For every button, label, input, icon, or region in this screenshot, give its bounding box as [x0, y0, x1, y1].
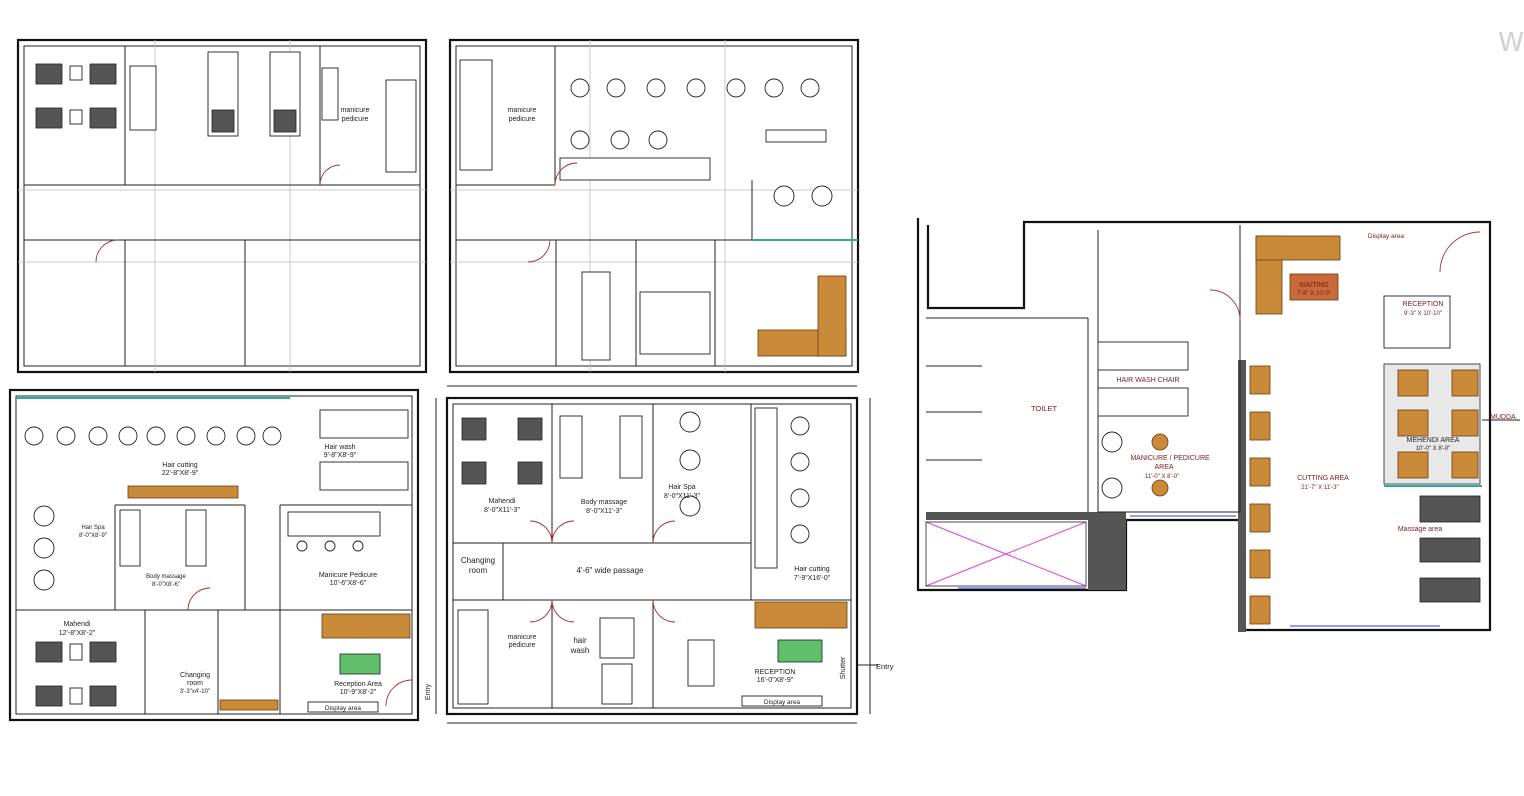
p5-hair-wash-chair-label: HAIR WASH CHAIR — [1116, 377, 1179, 384]
p3-hair-wash-dim: 9'-8"X8'-9" — [324, 452, 357, 459]
p2-cutting-chairs — [570, 78, 833, 207]
p4-shutter-label: Shutter — [840, 656, 847, 679]
p5-mp-dim: 11'-0" X 8'-0" — [1145, 474, 1179, 480]
p4-pedicure-label: pedicure — [509, 642, 536, 649]
p4-body-massage-dim: 8'-0"X11'-3" — [586, 508, 622, 515]
p3-mahendi-dim: 12'-8"X8'-2" — [59, 630, 96, 637]
p4-manicure-label: manicure — [508, 634, 537, 641]
p4-reception-label: RECEPTION — [755, 669, 796, 676]
plan-4-bottom-middle: Mahendi 8'-0"X11'-3" Body massage 8'-0"X… — [425, 385, 894, 724]
p3-body-massage-label: Body massage — [146, 574, 186, 580]
p4-entry-arrow-label: Entry — [876, 662, 894, 671]
plan-3-bottom-left: Hair wash 9'-8"X8'-9" Hair cutting 22'-8… — [8, 388, 420, 722]
p5-mehendi-dim: 10'-0" X 8'-0" — [1416, 446, 1451, 452]
p2-manicure-label: manicure — [508, 107, 537, 114]
p5-reception-label: RECEPTION — [1403, 301, 1444, 308]
plan-1-top-left: manicure pedicure — [16, 38, 428, 374]
p5-reception-dim: 9'-3" X 10'-10" — [1404, 311, 1442, 317]
p5-cutting-dim: 21'-7" X 11'-3" — [1301, 485, 1338, 491]
p4-hair-cutting-dim: 7'-9"X16'-0" — [794, 575, 831, 582]
p4-hair-cutting-label: Hair cutting — [794, 566, 830, 573]
p3-hair-cutting-dim: 22'-8"X8'-9" — [162, 470, 199, 477]
watermark-logo: W — [1498, 28, 1524, 58]
p4-entry-side-label: Entry — [425, 683, 432, 700]
plan-2-top-middle: manicure pedicure — [448, 38, 860, 374]
p4-mahendi-dim: 8'-0"X11'-3" — [484, 507, 520, 514]
p5-mehendi-area-label: MEHENDI AREA — [1407, 437, 1460, 444]
p4-wash-label: wash — [570, 646, 590, 655]
p3-reception-dim: 10'-9"X8'-2" — [340, 689, 377, 696]
p2-pedicure-label: pedicure — [509, 116, 536, 123]
p3-hair-spa-label: Hair Spa — [81, 525, 105, 531]
p5-toilet-label: TOILET — [1031, 404, 1058, 413]
p5-cutting-stations — [1249, 365, 1271, 625]
p4-hair-label: hair — [573, 636, 587, 645]
p5-mudda-label: MUDDA — [1490, 414, 1516, 421]
p3-manicure-pedicure-dim: 10'-6"X8'-6" — [330, 580, 367, 587]
p3-manicure-pedicure-label: Manicure Pedicure — [319, 572, 377, 579]
p3-hair-cutting-label: Hair cutting — [162, 462, 198, 469]
p5-waiting-label: WAITING — [1299, 282, 1329, 289]
p4-changing-label: Changing — [461, 556, 495, 565]
p4-mahendi-label: Mahendi — [489, 498, 516, 505]
p4-hair-spa-dim: 8'-0"X11'-3" — [664, 493, 700, 500]
p5-waiting-dim: 7'-8" X 10'-0" — [1297, 291, 1332, 297]
p3-body-massage-dim: 8'-0"X8'-6" — [152, 582, 180, 588]
p3-changing-label: Changing — [180, 672, 210, 679]
p3-changing-room-label: room — [187, 680, 203, 687]
p3-hair-wash-label: Hair wash — [324, 444, 355, 451]
p3-reception-label: Reception Area — [334, 681, 382, 688]
p4-display-area-label: Display area — [764, 699, 801, 706]
p4-room-label: room — [469, 566, 488, 575]
p4-reception-dim: 16'-0"X8'-9" — [757, 677, 794, 684]
p1-pedicure-label: pedicure — [342, 116, 369, 123]
p3-changing-dim: 3'-3"x4'-10" — [180, 689, 210, 695]
p3-mahendi-label: Mahendi — [64, 621, 91, 628]
p1-manicure-label: manicure — [341, 107, 370, 114]
p4-hair-spa-label: Hair Spa — [668, 484, 695, 491]
p3-cutting-chairs — [24, 426, 282, 446]
plan-5-right: TOILET Display area WAITING 7'-8" X 10'-… — [916, 218, 1520, 632]
p5-mp-label: MANICURE / PEDICURE — [1130, 455, 1210, 462]
p3-display-area-label: Display area — [325, 705, 362, 712]
p5-area-label: AREA — [1154, 464, 1173, 471]
p4-body-massage-label: Body massage — [581, 499, 627, 506]
p5-display-area-label: Display area — [1368, 233, 1405, 240]
p3-hair-spa-dim: 8'-0"X8'-9" — [79, 533, 107, 539]
p5-cutting-area-label: CUTTING AREA — [1297, 475, 1349, 482]
p4-passage-label: 4'-6" wide passage — [576, 566, 644, 575]
p5-massage-area-label: Massage area — [1398, 526, 1442, 533]
